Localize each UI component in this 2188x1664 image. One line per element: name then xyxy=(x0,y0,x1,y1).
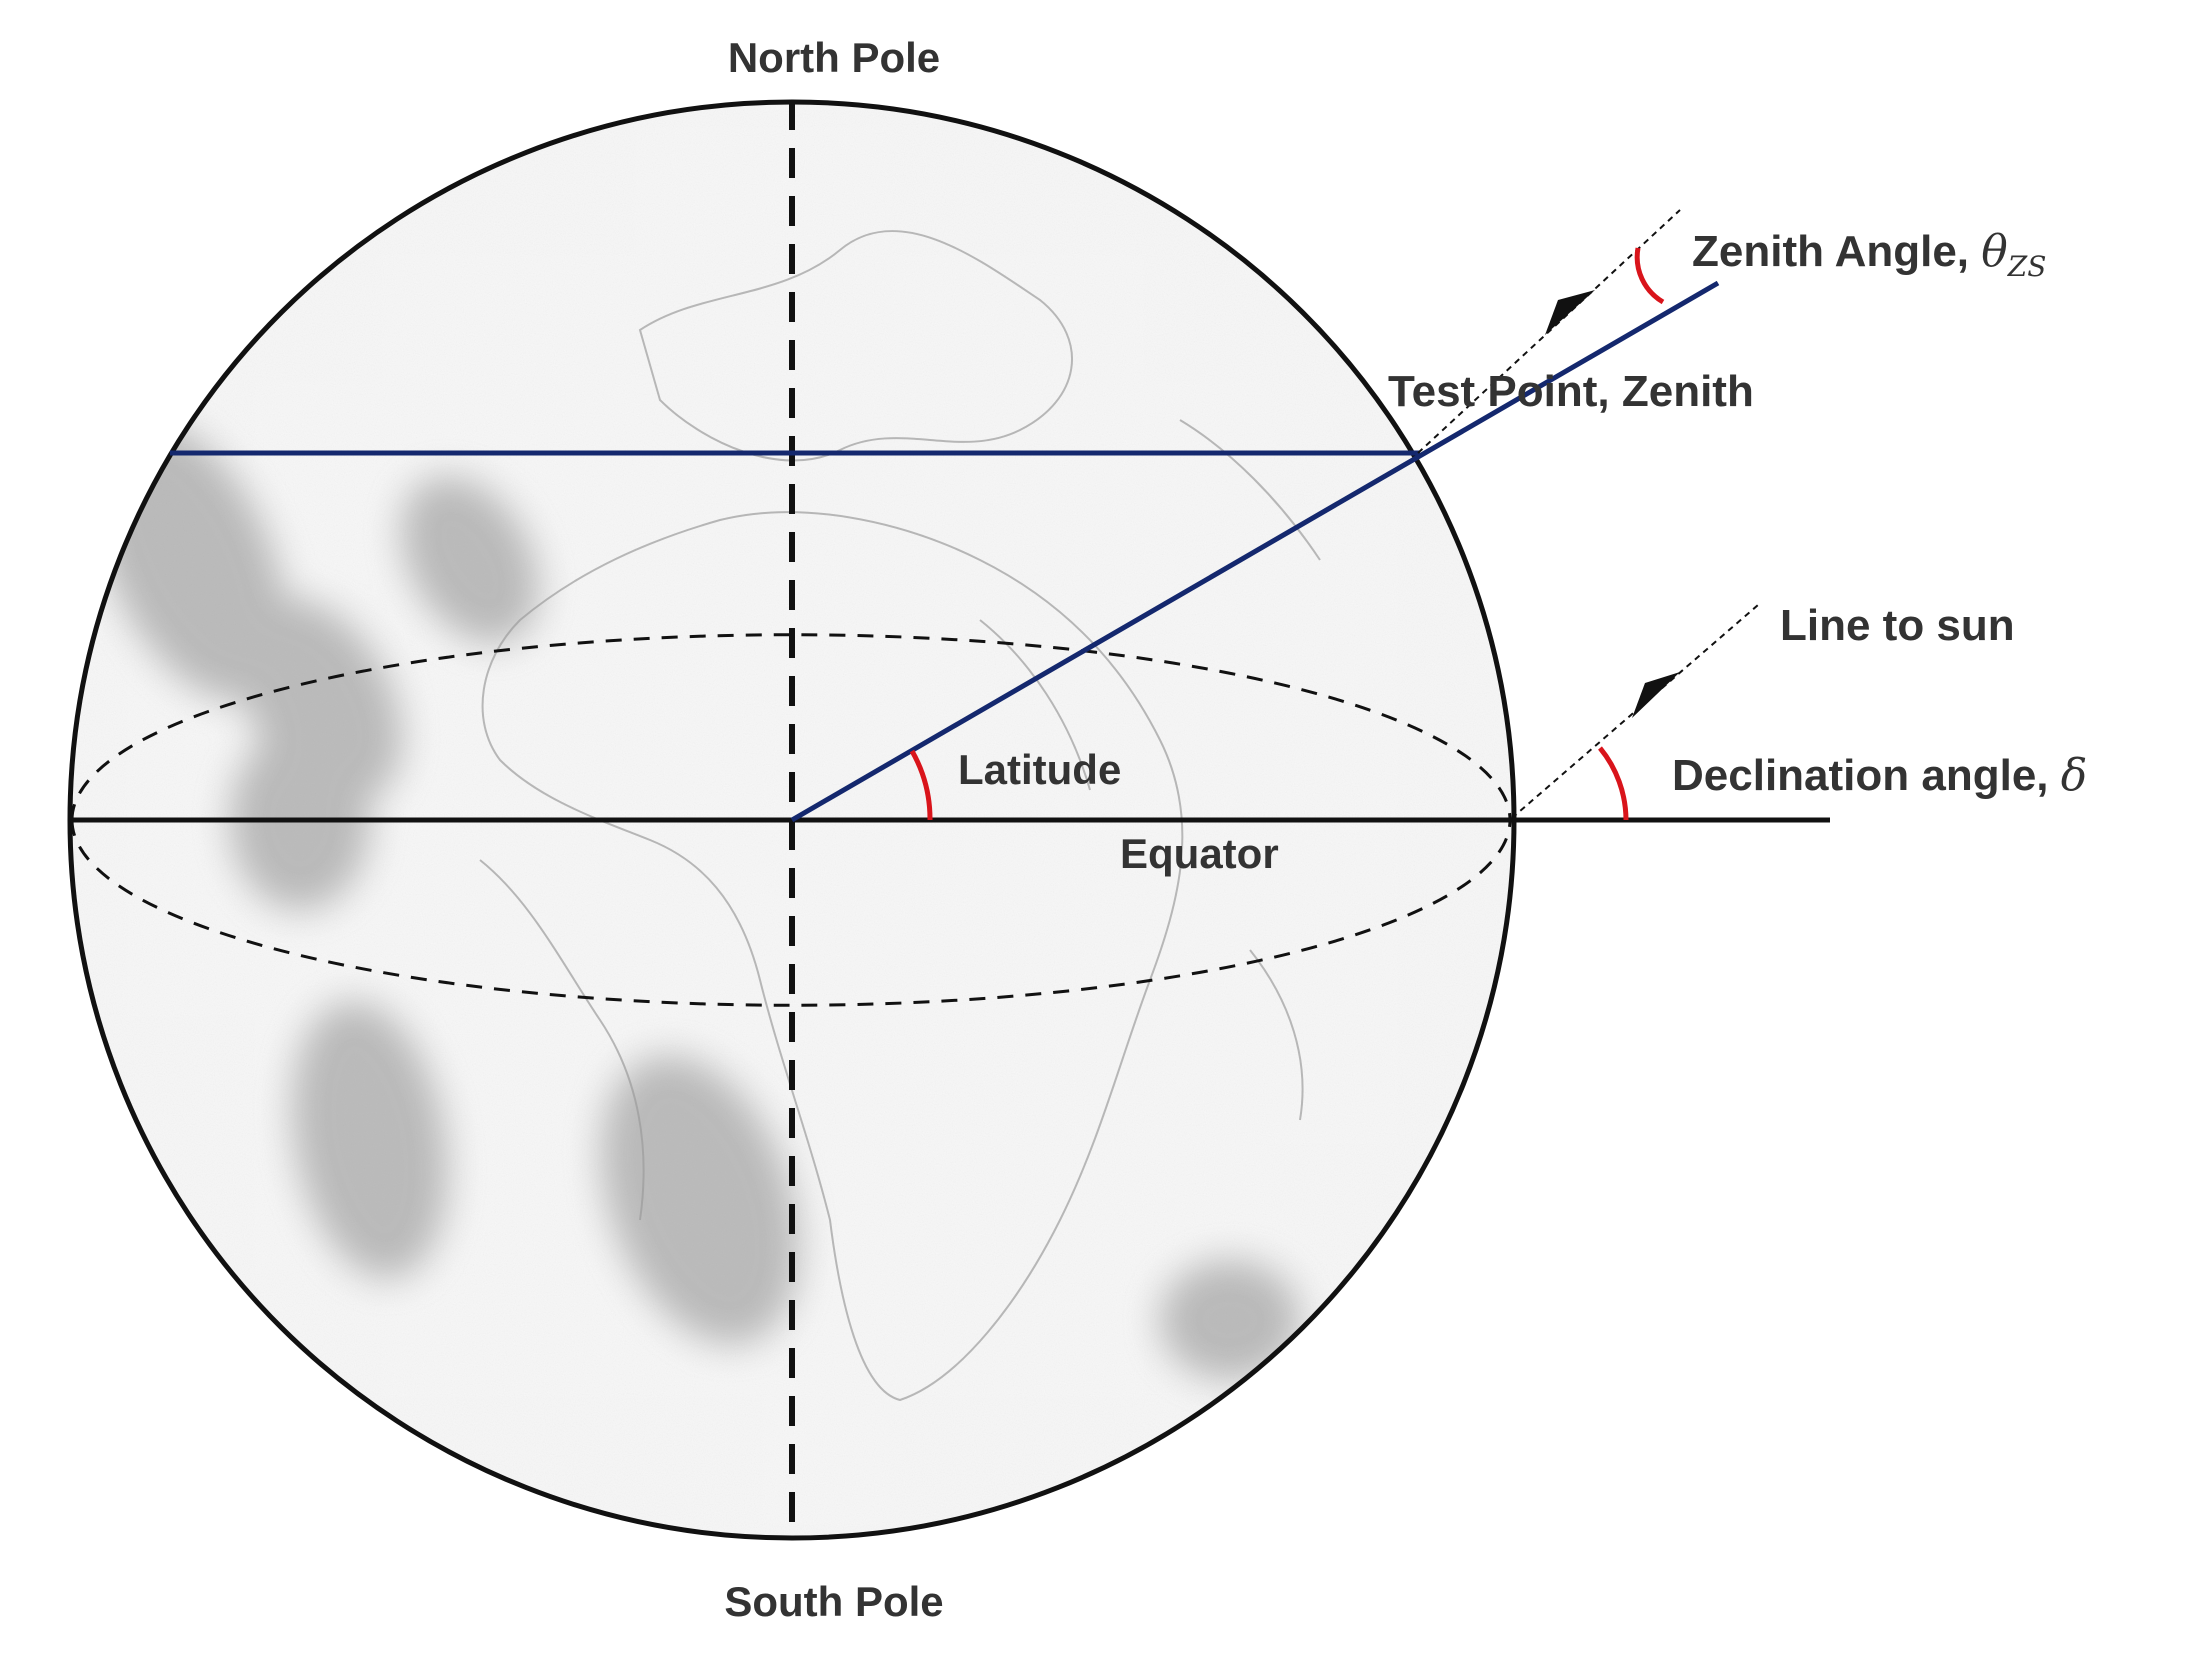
sun-ray-arrow-top-icon xyxy=(1545,290,1595,335)
equatorial-plane-ellipse xyxy=(70,633,1512,1007)
equatorial-plane-front xyxy=(70,819,1512,1007)
zenith-radial-line xyxy=(790,280,1720,823)
latitude-angle-arc xyxy=(909,749,933,821)
declination-text: Declination angle, xyxy=(1672,751,2061,800)
test-point-label: Test Point, Zenith xyxy=(1388,367,1754,416)
zenith-angle-arc xyxy=(1634,247,1665,305)
line-to-sun-label: Line to sun xyxy=(1780,601,2015,650)
zenith-subscript: ZS xyxy=(2007,250,2047,283)
line-to-sun-arrow-icon xyxy=(1632,672,1680,718)
declination-delta-symbol: δ xyxy=(2061,750,2088,801)
north-pole-label: North Pole xyxy=(728,34,940,81)
equatorial-plane-back xyxy=(70,633,1512,821)
south-pole-label: South Pole xyxy=(724,1578,943,1625)
equator-label: Equator xyxy=(1120,830,1279,877)
latitude-label: Latitude xyxy=(958,746,1121,793)
declination-angle-label: Declination angle, δ xyxy=(1672,750,2087,801)
zenith-angle-text: Zenith Angle, xyxy=(1692,227,1981,276)
declination-angle-arc xyxy=(1598,746,1629,821)
sun-ray-at-test-point xyxy=(1417,209,1681,454)
zenith-theta-symbol: θ xyxy=(1981,226,2008,277)
zenith-angle-label: Zenith Angle, θZS xyxy=(1692,226,2046,283)
